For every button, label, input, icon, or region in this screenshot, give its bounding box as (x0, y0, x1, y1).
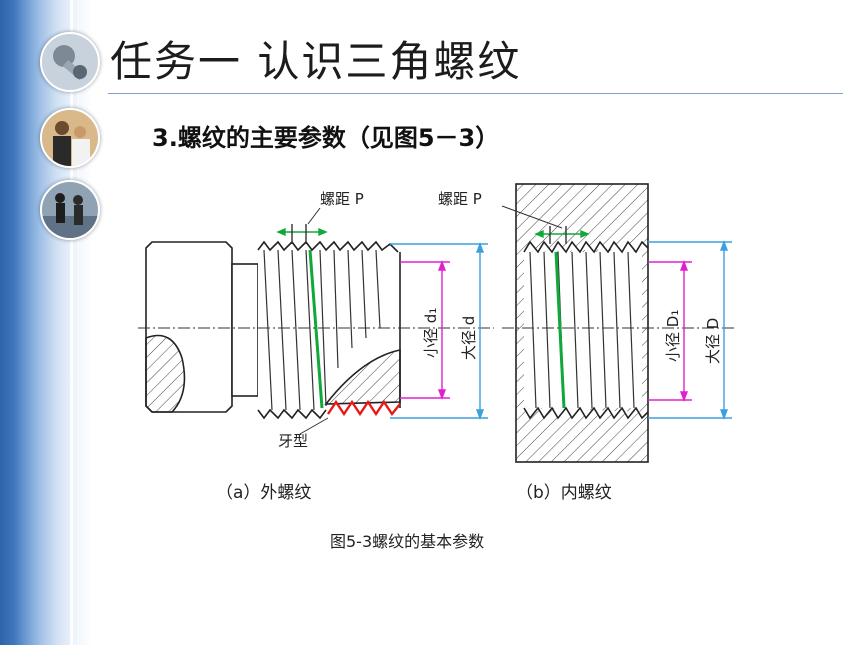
thread-profile-label: 牙型 (278, 432, 308, 450)
internal-minor-label: 小径 D₁ (664, 310, 682, 362)
slide-subtitle: 3.螺纹的主要参数（见图5－3） (152, 124, 500, 152)
external-minor-dimension (400, 260, 450, 400)
external-pitch-line (308, 249, 324, 409)
internal-major-label: 大径 D (704, 318, 722, 364)
internal-pitch-label: 螺距 P (438, 190, 482, 208)
external-pitch-dimension (276, 224, 328, 244)
external-thread-profile (327, 399, 401, 417)
external-bottom-crests (257, 408, 327, 420)
external-caption: （a）外螺纹 (216, 483, 311, 503)
sidebar-band (0, 0, 108, 645)
internal-pitch-line (554, 251, 566, 409)
external-top-crests (257, 240, 399, 253)
title-divider (108, 93, 843, 94)
tools-photo-icon (40, 32, 100, 92)
figure-caption: 图5-3螺纹的基本参数 (330, 532, 485, 551)
external-major-label: 大径 d (460, 316, 478, 360)
internal-thread (515, 183, 649, 463)
sidebar-stripe (70, 0, 73, 645)
walking-people-photo-icon (40, 180, 100, 240)
business-people-photo-icon (40, 108, 100, 168)
external-thread (145, 240, 401, 420)
thread-diagram: 螺距 P 小径 d₁ 大径 d 牙型 （a）外螺纹 (138, 183, 736, 503)
sidebar-stripe (78, 0, 79, 645)
internal-pitch-dimension (534, 226, 590, 244)
internal-major-dimension (648, 240, 732, 420)
internal-minor-dimension (648, 260, 692, 402)
internal-caption: （b）内螺纹 (516, 483, 612, 503)
external-pitch-label: 螺距 P (320, 190, 364, 208)
slide-title: 任务一 认识三角螺纹 (110, 37, 522, 86)
external-major-dimension (390, 242, 488, 420)
external-minor-label: 小径 d₁ (422, 308, 440, 358)
